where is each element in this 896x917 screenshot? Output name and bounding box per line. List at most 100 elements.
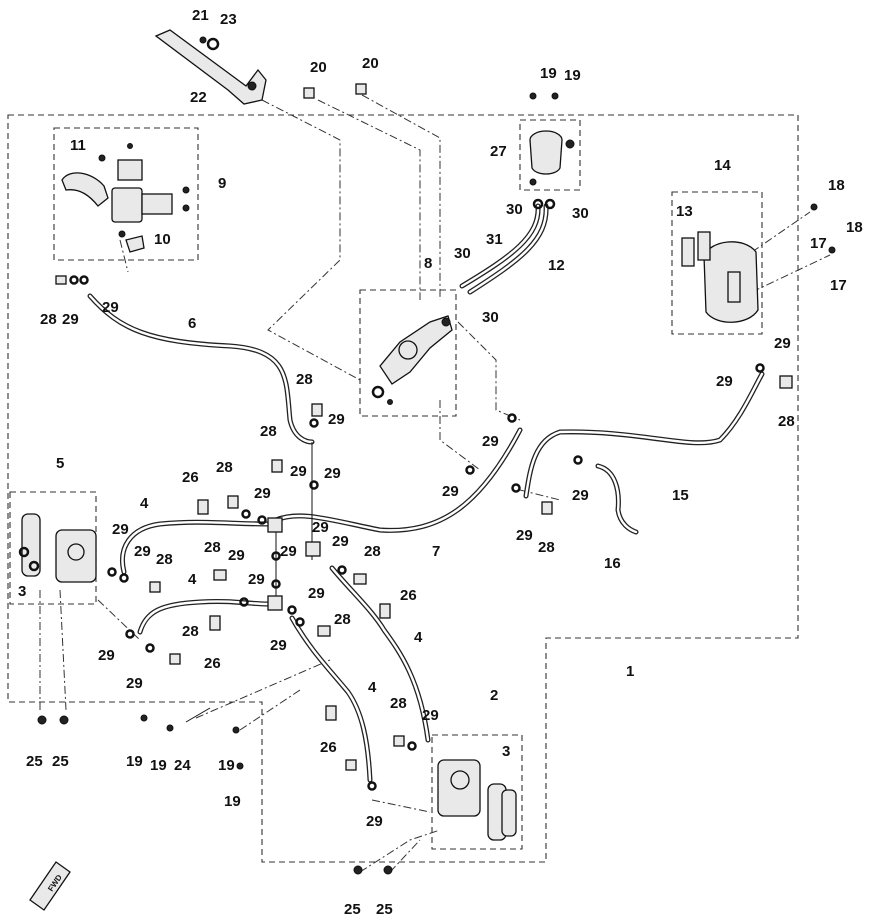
rear-caliper-14 (681, 203, 836, 323)
callout-26: 26 (204, 655, 221, 672)
callout-10: 10 (154, 231, 171, 248)
callout-31: 31 (486, 231, 503, 248)
callout-labels: 1 2 3 3 4 4 4 4 5 6 7 8 9 10 11 12 13 14… (18, 7, 863, 917)
callout-29: 29 (134, 543, 151, 560)
callout-19: 19 (126, 753, 143, 770)
callout-30: 30 (454, 245, 471, 262)
callout-28: 28 (296, 371, 313, 388)
callout-29: 29 (248, 571, 265, 588)
front-right-caliper-box-2 (431, 734, 523, 850)
fittings (37, 83, 793, 875)
callout-4: 4 (368, 679, 377, 696)
callout-29: 29 (228, 547, 245, 564)
callout-28: 28 (364, 543, 381, 560)
reservoir-box-27 (519, 119, 581, 191)
callout-29: 29 (442, 483, 459, 500)
callout-29: 29 (332, 533, 349, 550)
callout-17: 17 (830, 277, 847, 294)
callout-30: 30 (506, 201, 523, 218)
callout-19: 19 (150, 757, 167, 774)
callout-25: 25 (26, 753, 43, 770)
callout-19: 19 (540, 65, 557, 82)
callout-29: 29 (98, 647, 115, 664)
callout-29: 29 (482, 433, 499, 450)
front-left-caliper-5 (18, 513, 97, 583)
callout-29: 29 (254, 485, 271, 502)
hose-16 (595, 463, 639, 535)
callout-4: 4 (140, 495, 149, 512)
callout-29: 29 (126, 675, 143, 692)
callout-26: 26 (182, 469, 199, 486)
callout-14: 14 (714, 157, 731, 174)
callout-22: 22 (190, 89, 207, 106)
callout-28: 28 (40, 311, 57, 328)
callout-25: 25 (344, 901, 361, 917)
callout-25: 25 (52, 753, 69, 770)
callout-23: 23 (220, 11, 237, 28)
callout-29: 29 (774, 335, 791, 352)
brake-lines (87, 203, 765, 783)
callout-29: 29 (112, 521, 129, 538)
callout-4: 4 (188, 571, 197, 588)
callout-4: 4 (414, 629, 423, 646)
callout-28: 28 (216, 459, 233, 476)
rear-caliper-box-14 (671, 191, 763, 335)
proportioning-valve-8 (371, 315, 453, 405)
leader-lines (39, 94, 831, 873)
callout-19: 19 (224, 793, 241, 810)
master-cylinder-assembly-9 (61, 143, 190, 253)
hose-4-lower (137, 598, 271, 635)
callout-25: 25 (376, 901, 393, 917)
callout-29: 29 (328, 411, 345, 428)
hose-15 (523, 371, 765, 499)
callout-29: 29 (280, 543, 297, 560)
callout-27: 27 (490, 143, 507, 160)
callout-3: 3 (502, 743, 510, 760)
callout-16: 16 (604, 555, 621, 572)
forward-direction-arrow: FWD (29, 861, 71, 911)
callout-28: 28 (334, 611, 351, 628)
callout-12: 12 (548, 257, 565, 274)
brake-pedal-22 (154, 29, 267, 105)
hose-6 (87, 293, 315, 445)
callout-28: 28 (156, 551, 173, 568)
callout-28: 28 (778, 413, 795, 430)
master-cylinder-box-9 (53, 127, 199, 261)
callout-2: 2 (490, 687, 498, 704)
callout-3: 3 (18, 583, 26, 600)
callout-8: 8 (424, 255, 432, 272)
callout-29: 29 (290, 463, 307, 480)
callout-24: 24 (174, 757, 191, 774)
callout-18: 18 (846, 219, 863, 236)
callout-19: 19 (564, 67, 581, 84)
front-right-caliper-2 (437, 759, 517, 841)
callout-5: 5 (56, 455, 64, 472)
callout-28: 28 (182, 623, 199, 640)
callout-9: 9 (218, 175, 226, 192)
callout-29: 29 (308, 585, 325, 602)
callout-20: 20 (310, 59, 327, 76)
callout-28: 28 (260, 423, 277, 440)
callout-29: 29 (572, 487, 589, 504)
callout-26: 26 (320, 739, 337, 756)
callout-28: 28 (390, 695, 407, 712)
callout-18: 18 (828, 177, 845, 194)
reservoir-27 (529, 130, 575, 210)
callout-15: 15 (672, 487, 689, 504)
callout-26: 26 (400, 587, 417, 604)
assembly-1-boundary (7, 114, 799, 863)
callout-29: 29 (516, 527, 533, 544)
callout-28: 28 (204, 539, 221, 556)
callout-29: 29 (366, 813, 383, 830)
proportioning-valve-box-8 (359, 289, 457, 417)
callout-21: 21 (192, 7, 209, 24)
callout-6: 6 (188, 315, 196, 332)
callout-29: 29 (716, 373, 733, 390)
callout-29: 29 (422, 707, 439, 724)
callout-29: 29 (270, 637, 287, 654)
callout-29: 29 (62, 311, 79, 328)
callout-13: 13 (676, 203, 693, 220)
callout-28: 28 (538, 539, 555, 556)
callout-30: 30 (482, 309, 499, 326)
callout-29: 29 (102, 299, 119, 316)
